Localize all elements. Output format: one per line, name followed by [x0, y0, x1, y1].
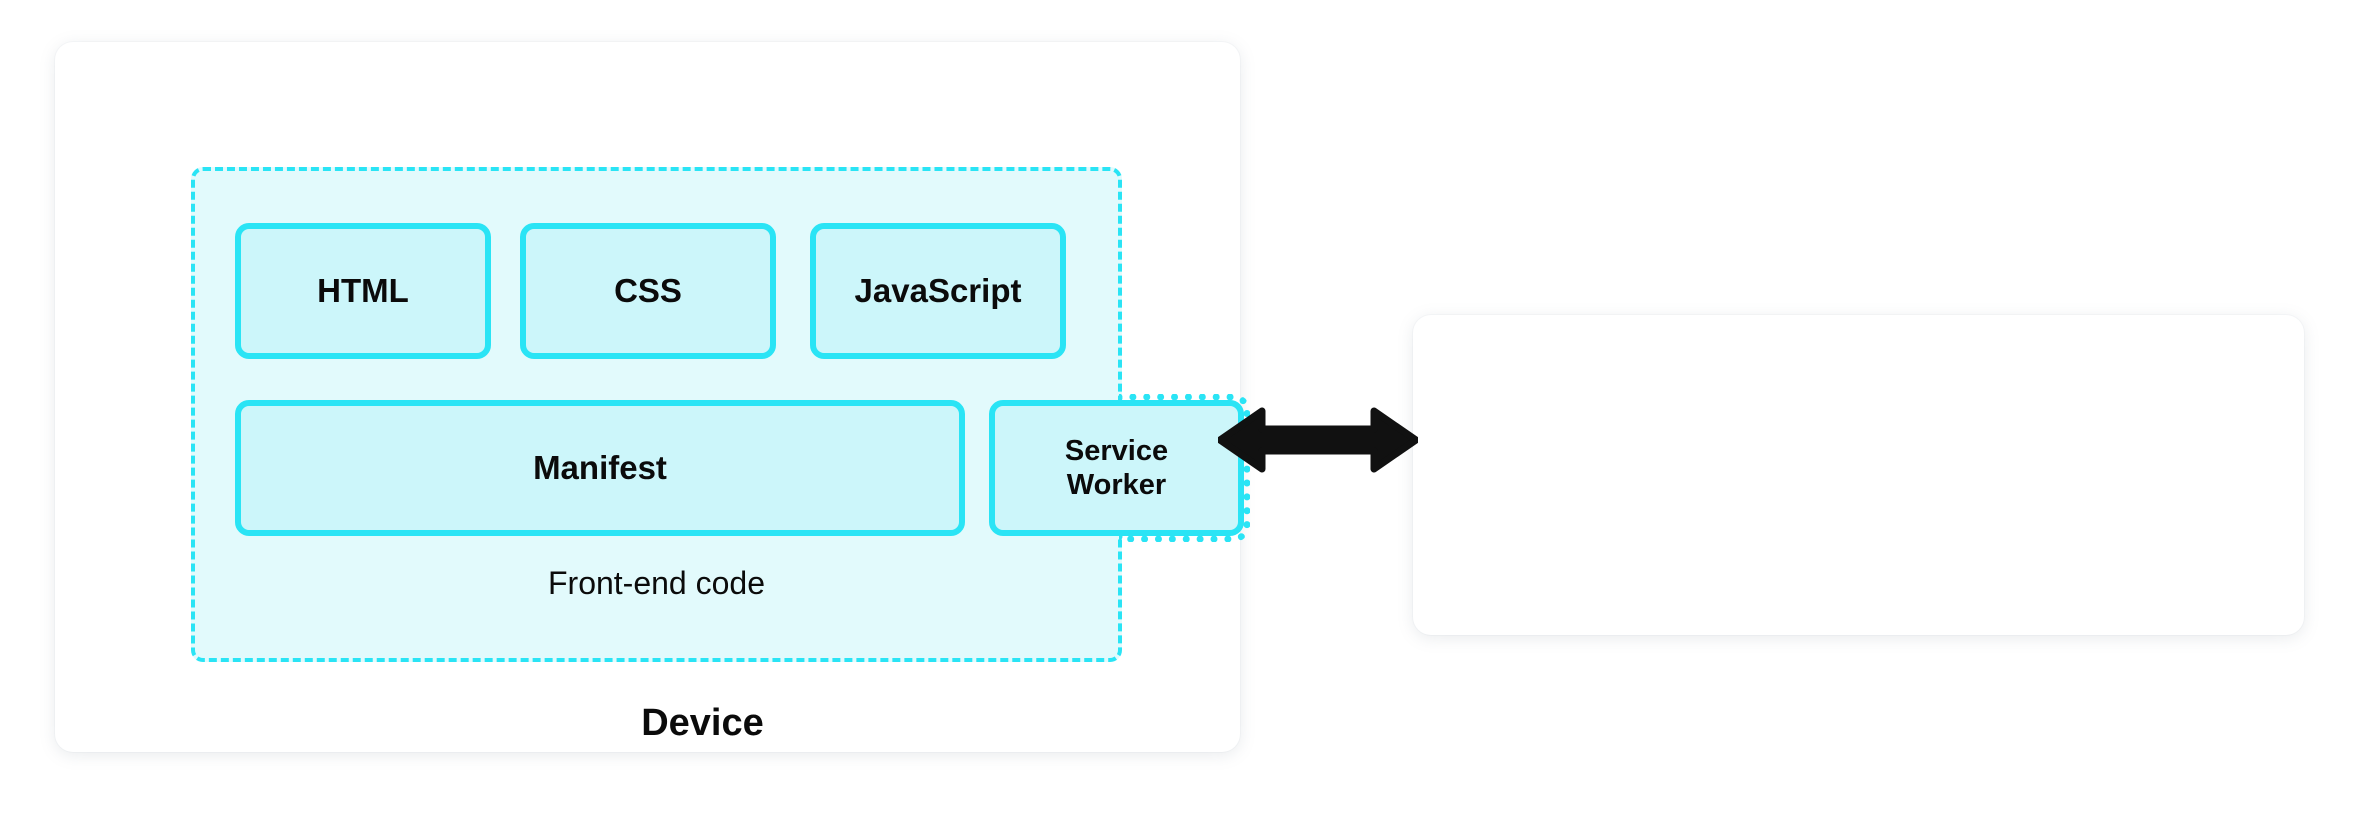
service-worker-label-line1: Service	[1064, 434, 1169, 467]
javascript-label: JavaScript	[854, 271, 1022, 309]
service-worker-label: Service Worker	[1065, 434, 1168, 502]
device-caption: Device	[641, 702, 764, 744]
device-card: HTML CSS JavaScript Manifest Service Wor…	[55, 42, 1250, 752]
html-box[interactable]: HTML	[235, 223, 491, 359]
javascript-box[interactable]: JavaScript	[810, 223, 1066, 359]
css-label: CSS	[614, 271, 682, 309]
frontend-code-caption: Front-end code	[547, 565, 765, 601]
service-worker-box[interactable]: Service Worker	[989, 400, 1244, 536]
service-worker-label-line2: Worker	[1066, 469, 1167, 501]
web-server-card: Back-end code Web server	[1413, 315, 2304, 635]
manifest-label: Manifest	[533, 448, 667, 486]
manifest-box[interactable]: Manifest	[235, 400, 965, 536]
css-box[interactable]: CSS	[520, 223, 776, 359]
bidirectional-arrow-icon	[1218, 407, 1418, 473]
html-label: HTML	[317, 271, 409, 309]
